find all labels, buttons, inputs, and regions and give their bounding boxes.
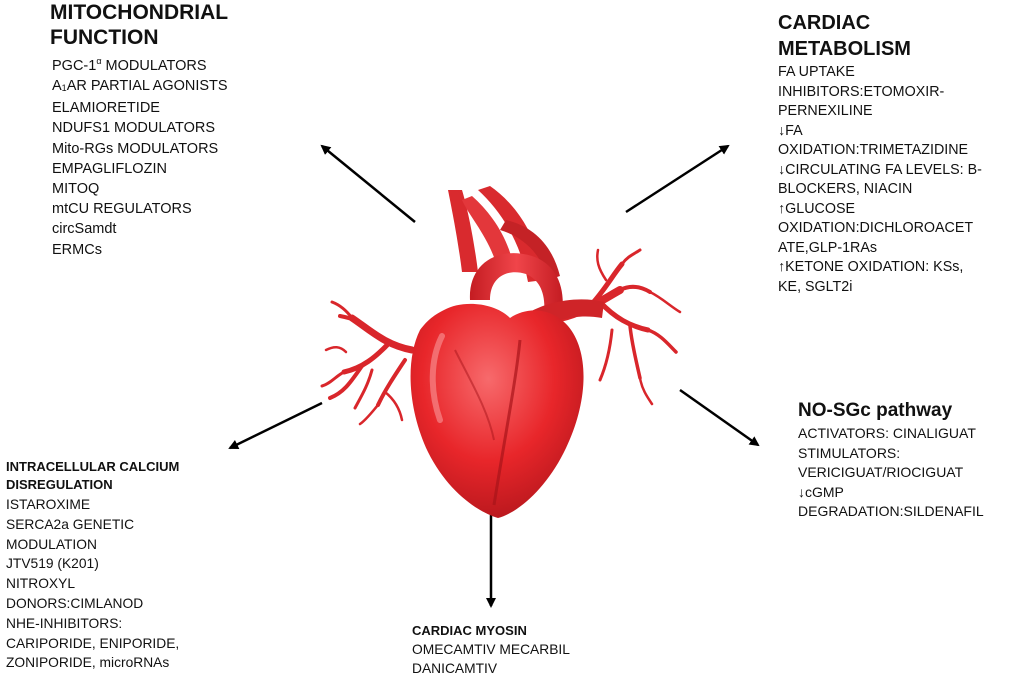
- list-item: ACTIVATORS: CINALIGUAT: [798, 425, 976, 441]
- cardiac-myosin-list: OMECAMTIV MECARBIL DANICAMTIV: [412, 640, 570, 678]
- list-item: MITOQ: [52, 181, 100, 198]
- arrow-to-no-sgc: [679, 388, 760, 447]
- list-item: ATE,GLP-1RAs: [778, 239, 878, 256]
- arrow-to-cardiac-metabolism: [625, 144, 730, 214]
- cardiac-metabolism-title: CARDIAC METABOLISM: [778, 10, 982, 62]
- list-item: ELAMIORETIDE: [52, 100, 160, 117]
- list-item: Mito-RGs MODULATORS: [52, 140, 219, 157]
- cardiac-myosin-title: CARDIAC MYOSIN: [412, 623, 527, 638]
- list-item: OMECAMTIV MECARBIL: [412, 642, 570, 657]
- list-item: ↑GLUCOSE: [778, 200, 856, 217]
- list-item: PGC-1α MODULATORS: [52, 56, 207, 74]
- arrow-to-mitochondrial: [320, 144, 416, 223]
- list-item: ERMCs: [52, 241, 102, 258]
- mitochondrial-title-line-2: FUNCTION: [50, 26, 159, 49]
- heart-icon: [320, 186, 682, 518]
- list-item: DONORS:CIMLANOD: [6, 595, 144, 611]
- calcium-title-line-2: DISREGULATION: [6, 477, 113, 492]
- list-item: STIMULATORS:: [798, 444, 901, 461]
- list-item: ↓FA: [778, 122, 803, 139]
- cardiac-metabolism-title-line-1: CARDIAC: [778, 12, 871, 34]
- cardiac-metabolism-block: CARDIAC METABOLISM FA UPTAKE INHIBITORS:…: [778, 10, 982, 297]
- list-item: SERCA2a GENETIC: [6, 516, 135, 532]
- list-item: KE, SGLT2i: [778, 278, 853, 295]
- list-item: circSamdt: [52, 221, 117, 238]
- mitochondrial-title-line-1: MITOCHONDRIAL: [50, 1, 229, 24]
- list-item: OXIDATION:TRIMETAZIDINE: [778, 142, 969, 158]
- list-item: A1AR PARTIAL AGONISTS: [52, 78, 228, 95]
- list-item: mtCU REGULATORS: [52, 201, 192, 218]
- calcium-title: INTRACELLULAR CALCIUM DISREGULATION: [6, 458, 179, 494]
- list-item: VERICIGUAT/RIOCIGUAT: [798, 464, 964, 480]
- list-item: NITROXYL: [6, 576, 75, 592]
- cardiac-myosin-block: CARDIAC MYOSIN OMECAMTIV MECARBIL DANICA…: [412, 622, 570, 678]
- list-item: ↓CIRCULATING FA LEVELS: B-: [778, 161, 982, 178]
- cardiac-metabolism-title-line-2: METABOLISM: [778, 38, 911, 60]
- list-item: DEGRADATION:SILDENAFIL: [798, 503, 984, 519]
- list-item: FA UPTAKE: [778, 64, 855, 80]
- mitochondrial-title: MITOCHONDRIAL FUNCTION: [50, 0, 228, 50]
- list-item: ↓cGMP: [798, 483, 844, 500]
- list-item: JTV519 (K201): [6, 556, 99, 572]
- calcium-title-line-1: INTRACELLULAR CALCIUM: [6, 459, 180, 474]
- list-item: ↑KETONE OXIDATION: KSs,: [778, 259, 964, 275]
- list-item: DANICAMTIV: [412, 661, 498, 676]
- list-item: NDUFS1 MODULATORS: [52, 120, 216, 137]
- calcium-list: ISTAROXIME SERCA2a GENETIC MODULATION JT…: [6, 495, 179, 673]
- list-item: MODULATION: [6, 536, 97, 552]
- arrow-to-calcium: [228, 401, 323, 450]
- list-item: INHIBITORS:ETOMOXIR-: [778, 83, 945, 100]
- list-item: NHE-INHIBITORS:: [6, 615, 123, 631]
- list-item: PERNEXILINE: [778, 103, 873, 119]
- list-item: BLOCKERS, NIACIN: [778, 181, 913, 197]
- mitochondrial-function-block: MITOCHONDRIAL FUNCTION PGC-1α MODULATORS…: [50, 0, 228, 260]
- list-item: CARIPORIDE, ENIPORIDE,: [6, 635, 180, 651]
- list-item: ZONIPORIDE, microRNAs: [6, 655, 170, 671]
- no-sgc-list: ACTIVATORS: CINALIGUAT STIMULATORS: VERI…: [798, 424, 984, 522]
- list-item: ISTAROXIME: [6, 497, 91, 512]
- cardiac-metabolism-list: FA UPTAKE INHIBITORS:ETOMOXIR- PERNEXILI…: [778, 63, 982, 297]
- no-sgc-title: NO-SGc pathway: [798, 400, 953, 421]
- mitochondrial-list: PGC-1α MODULATORS A1AR PARTIAL AGONISTS …: [52, 51, 228, 260]
- list-item: EMPAGLIFLOZIN: [52, 160, 167, 177]
- no-sgc-pathway-block: NO-SGc pathway ACTIVATORS: CINALIGUAT ST…: [798, 398, 984, 522]
- intracellular-calcium-block: INTRACELLULAR CALCIUM DISREGULATION ISTA…: [6, 458, 179, 673]
- list-item: OXIDATION:DICHLOROACET: [778, 220, 974, 236]
